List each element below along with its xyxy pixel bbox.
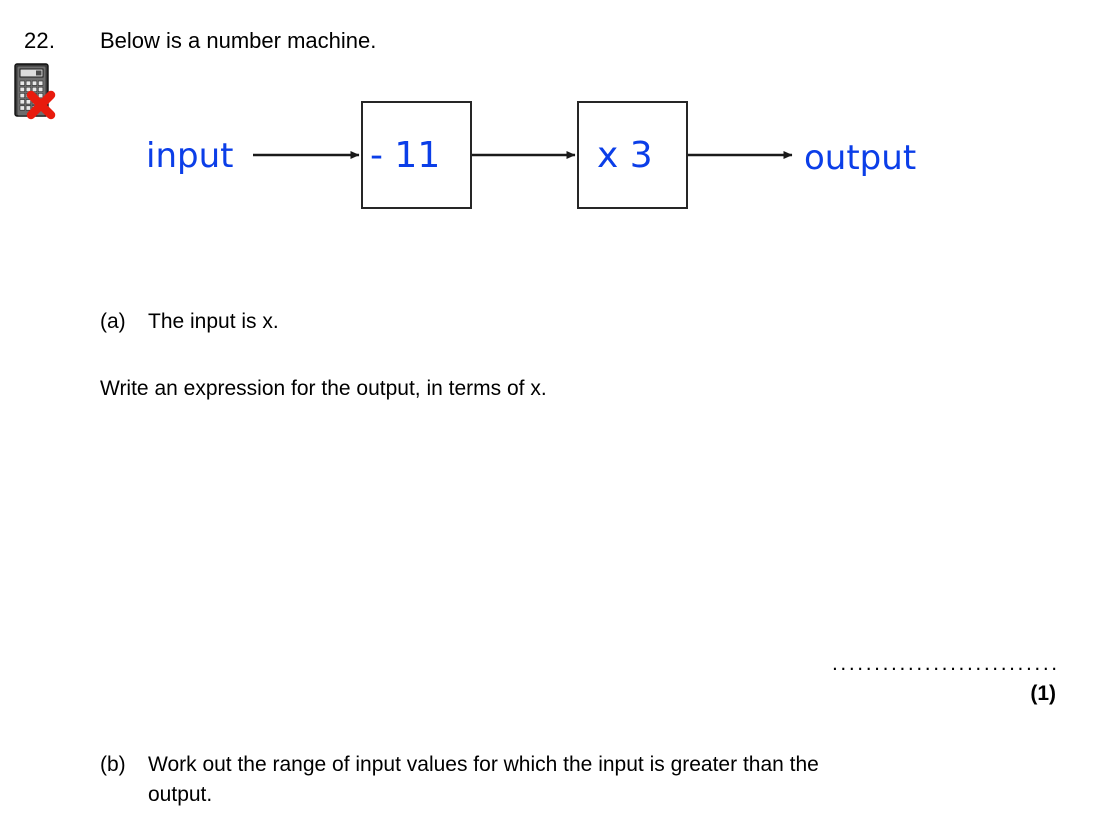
marks-a: (1) xyxy=(1030,682,1056,705)
part-b-text: Work out the range of input values for w… xyxy=(148,753,819,806)
diagram-output-label: output xyxy=(804,138,917,178)
machine-box-multiply-label: x 3 xyxy=(597,135,653,176)
diagram-input-label: input xyxy=(146,136,234,176)
part-b-marker: (b) xyxy=(100,753,126,776)
part-a-marker: (a) xyxy=(100,310,126,333)
machine-box-subtract xyxy=(361,101,472,209)
no-calculator-icon xyxy=(12,62,56,124)
part-a-line-1: The input is x. xyxy=(148,310,279,333)
question-number: 22. xyxy=(24,28,56,53)
machine-box-subtract-label: - 11 xyxy=(370,135,441,176)
answer-line-a[interactable]: .............................. xyxy=(832,652,1056,672)
part-a-line-2: Write an expression for the output, in t… xyxy=(100,377,547,400)
machine-box-multiply xyxy=(577,101,688,209)
question-stem: Below is a number machine. xyxy=(100,28,377,53)
